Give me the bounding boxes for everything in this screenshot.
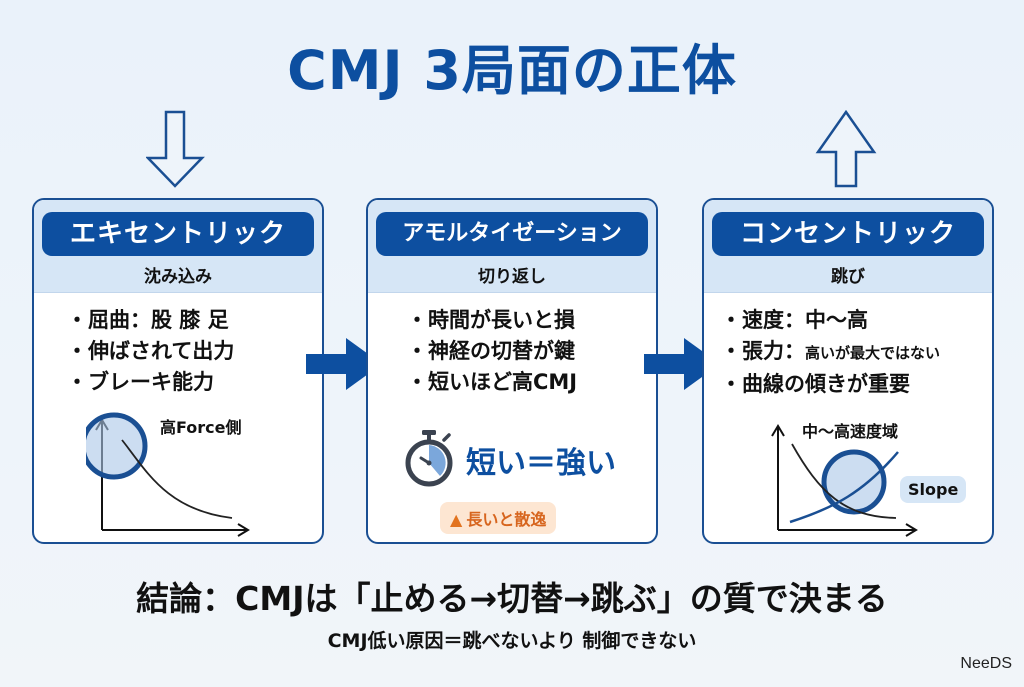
phase-subtitle: 沈み込み bbox=[144, 267, 212, 287]
force-velocity-curve bbox=[121, 439, 233, 519]
sub-conclusion-text: CMJ低い原因＝跳べないより 制御できない bbox=[327, 630, 697, 652]
highlight-circle bbox=[821, 449, 887, 515]
up-arrow-icon bbox=[815, 110, 877, 188]
right-arrow-icon bbox=[644, 338, 720, 390]
right-arrow-icon bbox=[306, 338, 382, 390]
x-axis-arrowhead bbox=[905, 523, 918, 537]
list-item: ・速度：中〜高 bbox=[720, 308, 869, 332]
phase-subtitle: 跳び bbox=[831, 267, 865, 287]
graph-label: 中〜高速度域 bbox=[802, 422, 899, 441]
phase-name: エキセントリック bbox=[42, 212, 314, 256]
slope-graph bbox=[771, 424, 918, 537]
warning-badge: ▲長いと散逸 bbox=[440, 502, 557, 534]
brand-logo: NeeDS bbox=[960, 655, 1012, 672]
conclusion-text: 結論：CMJは「止める→切替→跳ぶ」の質で決まる bbox=[136, 579, 888, 618]
list-item: ・時間が長いと損 bbox=[406, 308, 576, 332]
list-item: ・ブレーキ能力 bbox=[66, 370, 215, 394]
slope-badge: Slope bbox=[900, 476, 967, 503]
bullet-list: ・屈曲：股 膝 足 ・伸ばされて出力 ・ブレーキ能力 bbox=[34, 293, 322, 398]
bullet-list: ・速度：中〜高 ・張力：高いが最大ではない ・曲線の傾きが重要 bbox=[704, 293, 992, 400]
warning-icon: ▲ bbox=[450, 510, 463, 529]
x-axis-arrowhead bbox=[237, 523, 250, 537]
phase-card-amortization: アモルタイゼーション 切り返し ・時間が長いと損 ・神経の切替が鍵 ・短いほど高… bbox=[366, 198, 658, 544]
force-velocity-graph bbox=[86, 412, 250, 537]
list-item: ・曲線の傾きが重要 bbox=[720, 372, 911, 396]
power-curve bbox=[789, 451, 899, 524]
bullet-list: ・時間が長いと損 ・神経の切替が鍵 ・短いほど高CMJ bbox=[368, 293, 656, 398]
stopwatch-icon bbox=[405, 430, 453, 487]
highlight-text: 短い＝強い bbox=[466, 446, 616, 481]
y-axis-arrowhead bbox=[771, 424, 785, 437]
list-item: ・屈曲：股 膝 足 bbox=[66, 308, 229, 332]
card-header: エキセントリック 沈み込み bbox=[34, 200, 322, 293]
phase-card-eccentric: エキセントリック 沈み込み ・屈曲：股 膝 足 ・伸ばされて出力 ・ブレーキ能力… bbox=[32, 198, 324, 544]
card-header: アモルタイゼーション 切り返し bbox=[368, 200, 656, 293]
phase-subtitle: 切り返し bbox=[478, 267, 546, 287]
page-title: CMJ 3局面の正体 bbox=[287, 39, 737, 102]
phase-card-concentric: コンセントリック 跳び ・速度：中〜高 ・張力：高いが最大ではない ・曲線の傾き… bbox=[702, 198, 994, 544]
down-arrow-icon bbox=[146, 110, 205, 188]
phase-name: コンセントリック bbox=[712, 212, 984, 256]
list-item: ・張力：高いが最大ではない bbox=[720, 339, 941, 363]
list-item: ・短いほど高CMJ bbox=[406, 370, 578, 394]
list-item: ・伸ばされて出力 bbox=[66, 339, 235, 363]
force-curve bbox=[791, 443, 897, 519]
highlight-circle bbox=[86, 412, 148, 480]
phase-name: アモルタイゼーション bbox=[376, 212, 648, 256]
list-item: ・神経の切替が鍵 bbox=[406, 339, 576, 363]
card-header: コンセントリック 跳び bbox=[704, 200, 992, 293]
graph-label: 高Force側 bbox=[160, 418, 242, 437]
